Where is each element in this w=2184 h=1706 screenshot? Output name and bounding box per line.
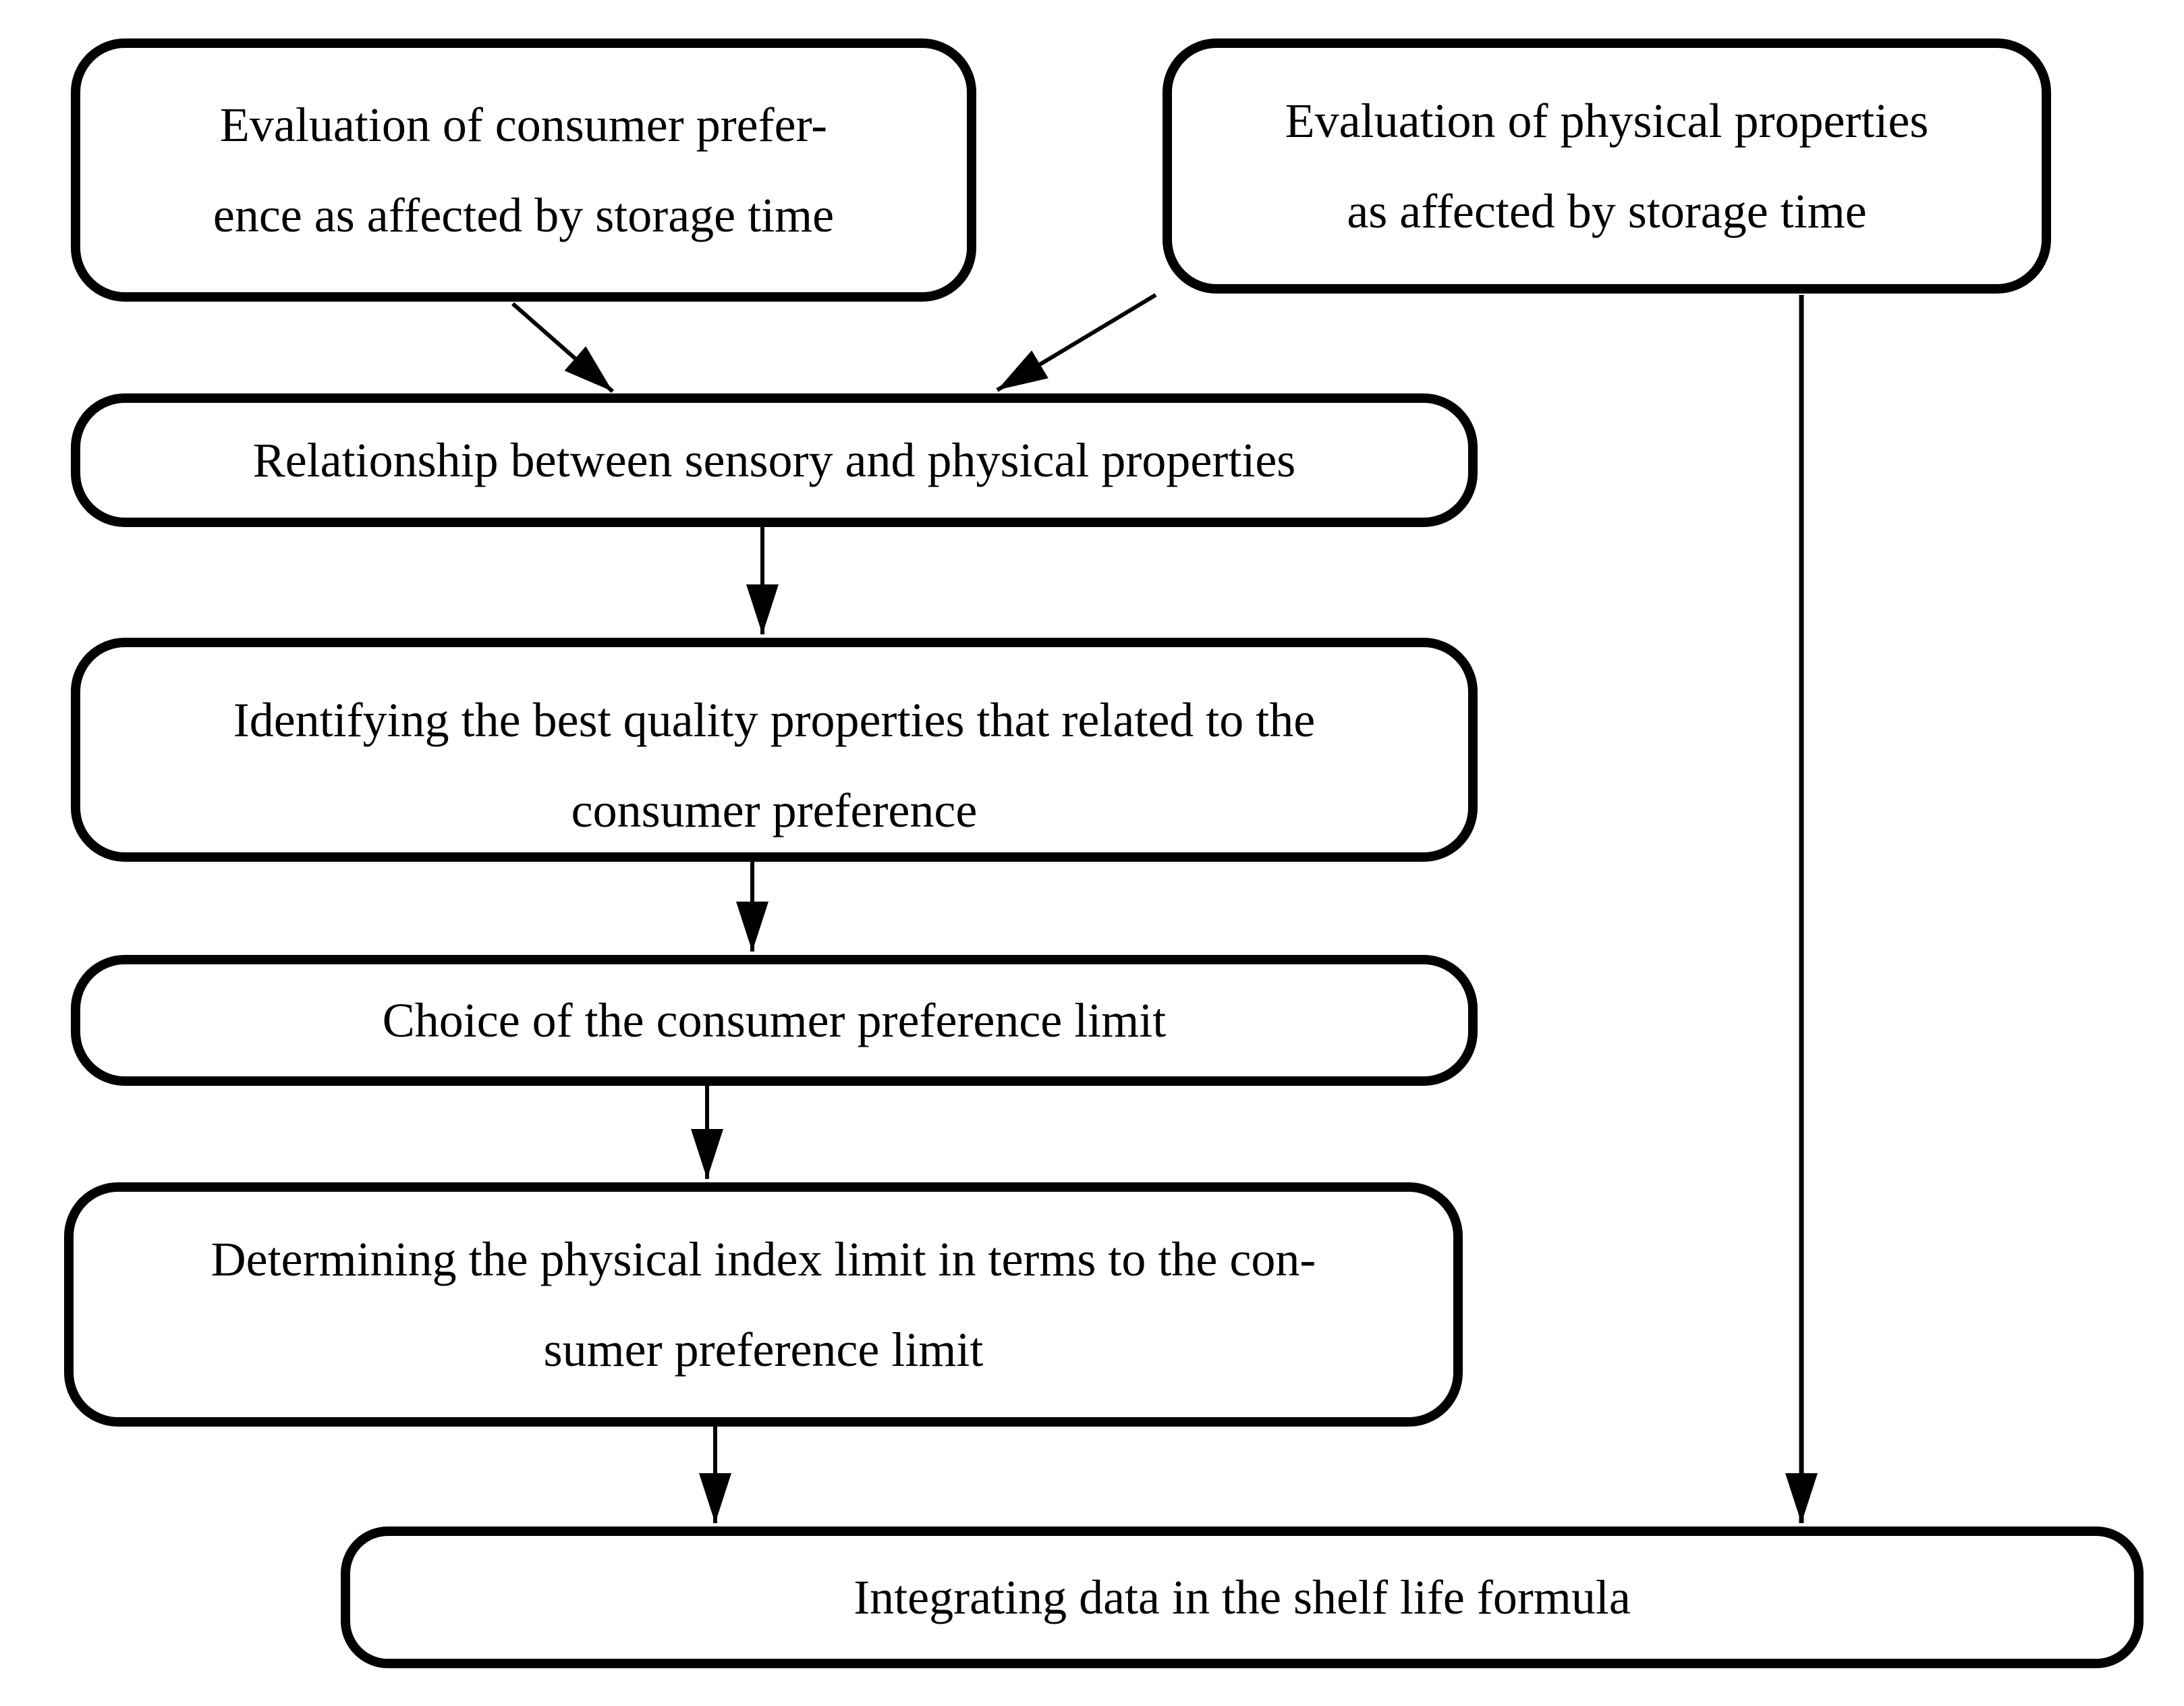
node-text-line: Relationship between sensory and physica… [252,433,1296,487]
node-text-line: Evaluation of consumer prefer- [219,97,828,152]
node-text-line: consumer preference [571,783,978,837]
node-text-line: sumer preference limit [543,1323,984,1377]
node-text-line: ence as affected by storage time [213,188,835,242]
arrow-physical-eval-to-relationship [996,293,1157,392]
node-physical-index-limit-determination: Determining the physical index limit in … [64,1182,1463,1427]
node-sensory-physical-relationship: Relationship between sensory and physica… [71,393,1478,527]
node-text-line: Integrating data in the shelf life formu… [853,1570,1631,1624]
node-physical-properties-evaluation: Evaluation of physical properties as aff… [1163,38,2051,294]
node-text-line: Choice of the consumer preference limit [382,993,1167,1047]
node-consumer-preference-limit-choice: Choice of the consumer preference limit [71,955,1478,1086]
node-identifying-quality-properties: Identifying the best quality properties … [71,638,1478,862]
node-shelf-life-formula-integration: Integrating data in the shelf life formu… [341,1526,2144,1668]
node-consumer-preference-evaluation: Evaluation of consumer prefer- ence as a… [71,38,976,302]
node-text-line: Determining the physical index limit in … [211,1232,1316,1286]
node-text-line: Identifying the best quality properties … [233,692,1316,747]
arrow-consumer-eval-to-relationship [511,302,614,393]
node-text-line: Evaluation of physical properties [1285,93,1929,148]
node-text-line: as affected by storage time [1347,184,1867,238]
